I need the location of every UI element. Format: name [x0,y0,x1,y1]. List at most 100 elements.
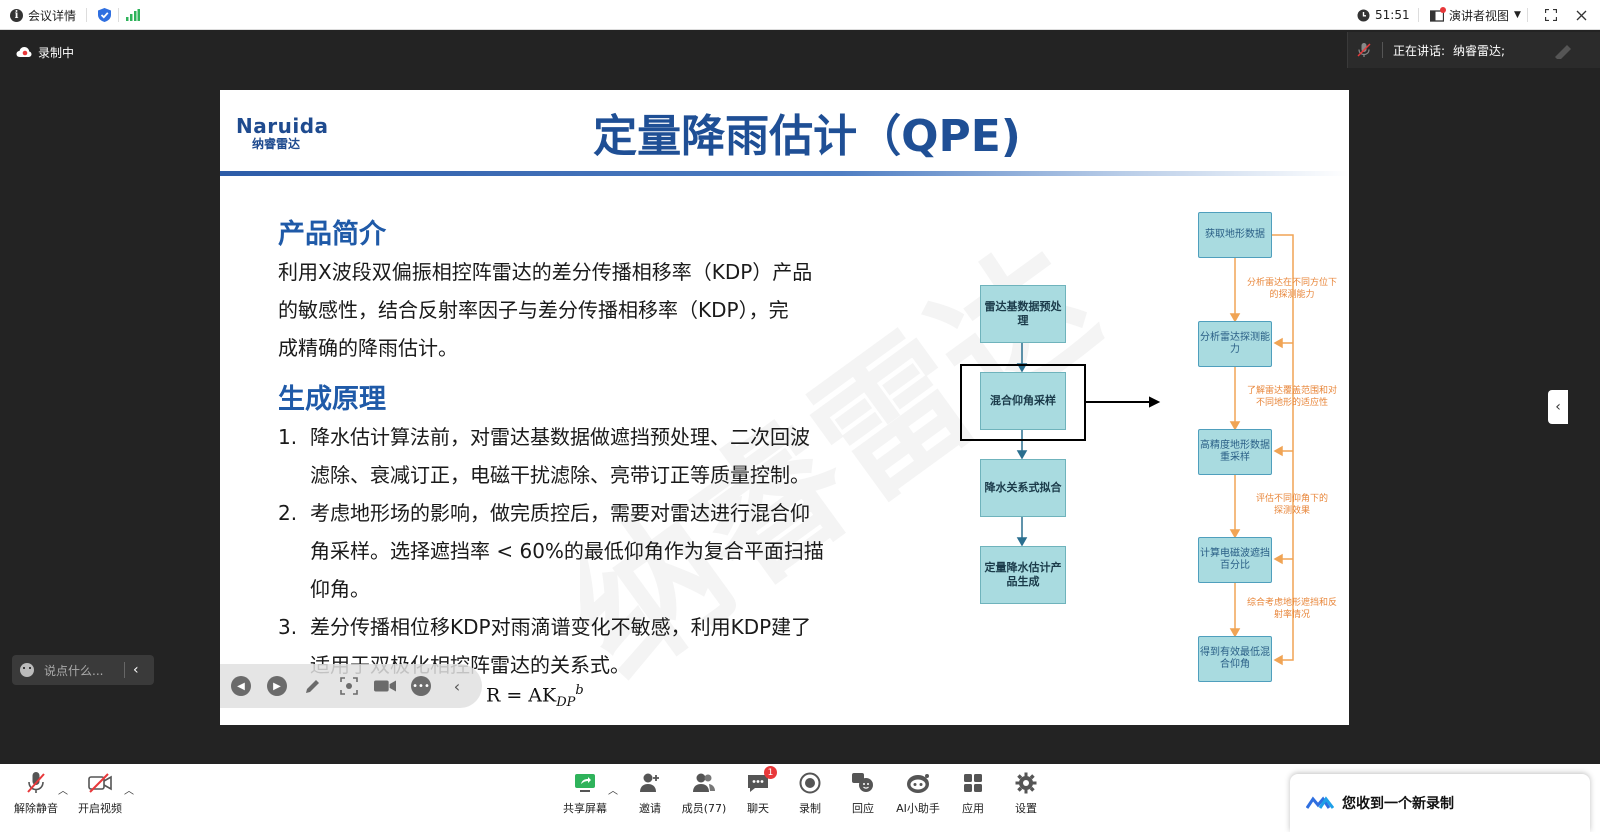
flow-step-preprocess: 雷达基数据预处理 [980,285,1066,343]
next-slide-button[interactable]: ▶ [266,675,288,697]
flow-annotation: 评估不同仰角下的探测效果 [1255,494,1328,516]
invite-label: 邀请 [639,802,661,815]
members-button[interactable]: 成员(77) [674,770,734,820]
chevron-left-icon: ‹ [1555,399,1561,415]
pen-button[interactable] [302,675,324,697]
quick-chat-input[interactable]: 说点什么... ‹ [12,655,154,685]
react-button[interactable]: 回应 [833,770,893,820]
more-button[interactable]: ••• [410,675,432,697]
share-screen-button[interactable]: 共享屏幕 [555,770,615,820]
share-screen-icon [575,774,595,792]
slide-title: 定量降雨估计（QPE) [593,111,1021,162]
chevron-left-icon[interactable]: ‹ [133,662,139,678]
signal-strength-icon[interactable] [126,0,140,30]
apps-grid-icon [964,774,982,792]
screenshot-icon [340,677,358,695]
shared-slide: 纳睿雷达 Naruida 纳睿雷达 定量降雨估计（QPE) 产品简介 利用X波段… [220,90,1349,725]
meeting-info-button[interactable]: i 会议详情 [10,0,76,30]
mic-muted-icon [27,772,45,793]
start-video-button[interactable]: 开启视频 [70,770,130,820]
gear-icon [1015,772,1037,794]
invite-button[interactable]: 邀请 [620,770,680,820]
flow-step-fit-relation: 降水关系式拟合 [980,459,1066,517]
security-shield-icon[interactable] [97,0,112,30]
meeting-info-label: 会议详情 [28,8,77,23]
brand-logo-icon [1306,796,1334,809]
company-logo-cn: 纳睿雷达 [252,137,301,151]
list-text: 差分传播相位移KDP对雨滴谱变化不敏感，利用KDP建了 [310,615,812,639]
speaker-name: 纳睿雷达; [1453,43,1506,58]
list-item-continuation: 角采样。选择遮挡率 < 60%的最低仰角作为复合平面扫描 [310,539,824,563]
unmute-button[interactable]: 解除静音 [6,770,66,820]
title-underline [220,171,1349,176]
chat-button[interactable]: 1 聊天 [728,766,788,820]
list-number: 3. [278,615,298,639]
flowchart-connectors [1016,234,1294,666]
formula-superscript: b [575,683,584,698]
chevron-up-icon[interactable]: ︿ [124,786,134,797]
play-left-icon: ◀ [231,676,251,696]
flow-step-product: 定量降水估计产品生成 [980,546,1066,604]
flow-substep-elevation: 得到有效最低混合仰角 [1198,636,1272,682]
ai-assistant-button[interactable]: AI小助手 [888,770,948,820]
rain-formula: R = AKDPb [486,683,584,710]
flow-substep-occlusion: 计算电磁波遮挡百分比 [1198,537,1272,583]
close-button[interactable] [1566,0,1596,30]
chat-placeholder: 说点什么... [44,663,104,678]
intro-line-2: 的敏感性，结合反射率因子与差分传播相移率（KDP），完 [278,298,789,322]
list-item-continuation: 滤除、衰减订正，电磁干扰滤除、亮带订正等质量控制。 [310,463,810,487]
list-item-continuation: 仰角。 [310,577,370,601]
flow-substep-capability: 分析雷达探测能力 [1198,321,1272,367]
view-mode-dropdown[interactable]: 演讲者视图 ▼ [1429,0,1521,30]
video-off-icon [88,773,112,793]
new-recording-notification[interactable]: 您收到一个新录制 [1290,774,1590,832]
divider [124,662,125,678]
notification-text: 您收到一个新录制 [1342,796,1454,812]
screenshot-button[interactable] [338,675,360,697]
top-bar: i 会议详情 51:51 演讲者视图 ▼ [0,0,1600,30]
view-mode-icon [1429,6,1446,22]
record-label: 录制 [799,802,821,815]
previous-slide-button[interactable]: ◀ [230,675,252,697]
section-title-intro: 产品简介 [278,219,386,250]
recording-indicator[interactable]: 录制中 [16,42,74,62]
settings-button[interactable]: 设置 [996,770,1056,820]
emoji-icon[interactable] [20,663,34,677]
react-label: 回应 [852,802,874,815]
list-text: 考虑地形场的影响，做完质控后，需要对雷达进行混合仰 [310,501,810,525]
expand-panel-button[interactable]: ‹ [1548,390,1568,424]
record-button[interactable]: 录制 [780,770,840,820]
meeting-timer: 51:51 [1357,0,1410,30]
start-video-label: 开启视频 [78,802,122,815]
apps-label: 应用 [962,802,984,815]
ai-robot-icon [907,774,929,793]
camera-button[interactable] [374,675,396,697]
divider [86,8,87,22]
video-camera-icon [374,680,396,692]
pen-icon [306,680,319,693]
more-icon: ••• [411,676,431,696]
flow-annotation: 分析雷达在不同方位下的探测能力 [1246,278,1337,300]
info-icon: i [10,8,23,22]
fullscreen-button[interactable] [1536,0,1566,30]
list-text: 降水估计算法前，对雷达基数据做遮挡预处理、二次回波 [310,425,810,449]
formula-main: R = AK [486,684,557,707]
chat-icon [748,775,768,792]
chevron-up-icon[interactable]: ︿ [608,786,618,797]
members-label: 成员(77) [681,802,727,815]
apps-button[interactable]: 应用 [943,770,1003,820]
chevron-up-icon[interactable]: ︿ [58,786,68,797]
flow-annotation: 综合考虑地形遮挡和反射率情况 [1246,598,1337,620]
section-title-principle: 生成原理 [278,384,386,415]
list-item: 1. 降水估计算法前，对雷达基数据做遮挡预处理、二次回波 [278,418,868,456]
active-speaker-panel: 正在讲话: 纳睿雷达; [1347,32,1600,68]
list-number: 1. [278,425,298,449]
members-icon [693,773,715,792]
chat-badge: 1 [764,766,777,779]
share-screen-label: 共享屏幕 [563,802,607,815]
list-number: 2. [278,501,298,525]
clock-icon [1357,9,1370,21]
pin-icon[interactable] [1553,41,1575,59]
collapse-toolbar-button[interactable]: ‹ [446,675,468,697]
settings-label: 设置 [1015,802,1037,815]
